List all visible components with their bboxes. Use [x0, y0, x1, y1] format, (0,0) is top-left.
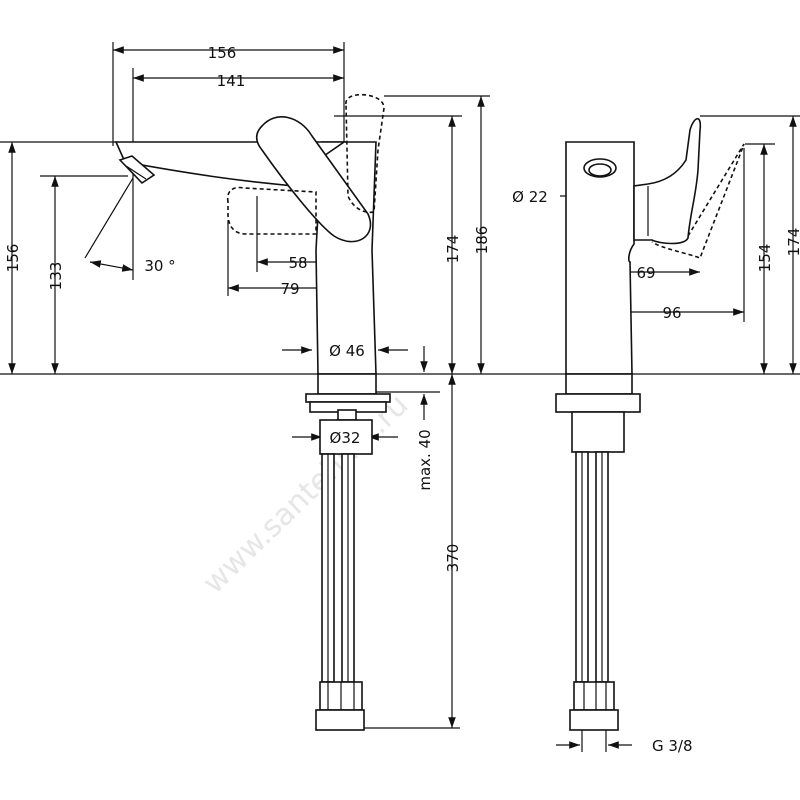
side-lever-dashed-position — [651, 143, 745, 260]
gasket — [305, 393, 391, 403]
outlet-aerator — [588, 163, 612, 177]
nut-tab — [337, 409, 357, 421]
dim-max-40: max. 40 — [416, 429, 434, 490]
aerator-ring — [125, 165, 147, 180]
lever-handle-up-position — [345, 93, 385, 214]
dim-diameter-22: Ø 22 — [512, 188, 548, 206]
dim-133: 133 — [47, 262, 65, 291]
dim-30-degree: 30 ° — [144, 257, 175, 275]
lever-handle — [255, 116, 372, 243]
dim-58: 58 — [288, 254, 307, 272]
dim-156-spout-length: 156 — [208, 44, 237, 62]
aerator — [118, 155, 156, 185]
side-hose-nut — [569, 709, 619, 731]
lever-handle-side-position — [226, 186, 317, 235]
dim-69: 69 — [636, 264, 655, 282]
front-view: 156 141 156 133 30 ° 58 79 174 186 Ø 46 … — [0, 42, 800, 731]
dim-186: 186 — [473, 226, 491, 255]
dim-diameter-32: Ø32 — [330, 429, 361, 447]
dim-154: 154 — [756, 244, 774, 273]
dim-174-front: 174 — [444, 235, 462, 264]
dim-line-30deg — [89, 260, 134, 272]
spray-angle-line — [84, 177, 134, 259]
side-body — [565, 141, 635, 375]
dim-thread-g38: G 3/8 — [652, 737, 693, 755]
side-hose-fittings — [573, 681, 615, 711]
side-lever-handle — [633, 117, 702, 245]
dim-174-side: 174 — [785, 228, 800, 257]
dim-96: 96 — [662, 304, 681, 322]
base-ring — [317, 373, 377, 395]
dim-diameter-46: Ø 46 — [329, 342, 365, 360]
hose-nut — [315, 709, 365, 731]
dim-141: 141 — [217, 72, 246, 90]
dim-79: 79 — [280, 280, 299, 298]
side-shank — [571, 411, 625, 453]
dim-156-height: 156 — [4, 244, 22, 273]
side-lock-nut — [555, 393, 641, 413]
side-view: Ø 22 69 96 154 174 G 3/8 — [512, 115, 800, 755]
side-base-ring — [565, 373, 633, 395]
watermark: www.santehmir.ru — [196, 388, 415, 601]
dim-370: 370 — [444, 544, 462, 573]
